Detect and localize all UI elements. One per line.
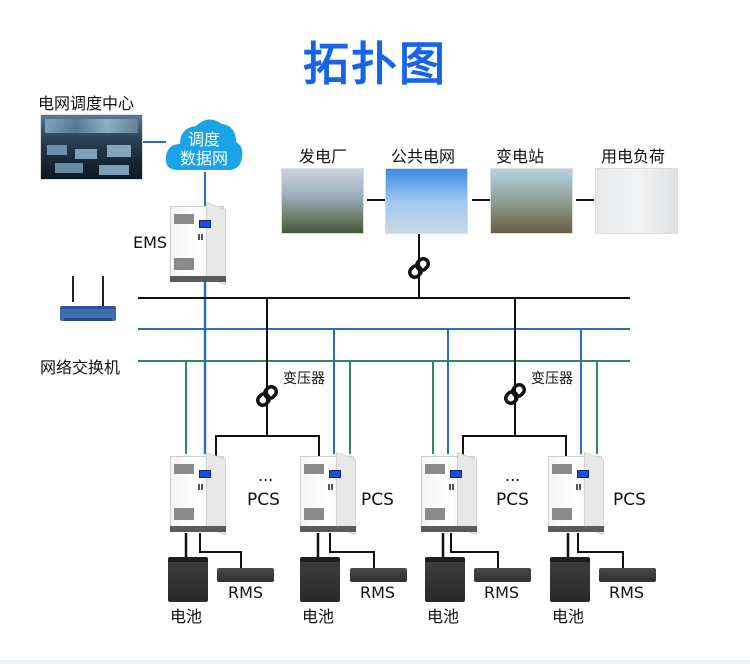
pcs-split-2 [462, 435, 567, 456]
pcs-cabinet [300, 452, 356, 536]
rms-device-icon [350, 568, 407, 582]
transmission-towers-photo [385, 168, 468, 234]
pcs-label: PCS [247, 490, 280, 510]
pcs-label: PCS [361, 490, 394, 510]
rms-device-icon [599, 568, 656, 582]
battery-icon [300, 557, 340, 602]
ems-cabinet [170, 202, 226, 286]
battery-icon [550, 557, 590, 602]
pcs-cabinet [170, 452, 226, 536]
grid-node-label: 发电厂 [299, 147, 348, 166]
network-switch-device [58, 276, 118, 326]
ems-label: EMS [133, 233, 168, 252]
grid-node-label: 公共电网 [391, 147, 456, 166]
rms-label: RMS [228, 583, 264, 602]
pcs-cabinet [548, 452, 604, 536]
dispatch-center-label: 电网调度中心 [38, 94, 135, 113]
battery-icon [168, 557, 208, 602]
pcs-split-1 [215, 435, 320, 456]
grid-node-label: 用电负荷 [601, 147, 666, 166]
transformer-icon-2 [504, 383, 526, 405]
cloud-label-line1: 调度 [187, 130, 220, 149]
power-plant-photo [281, 168, 364, 234]
battery-label: 电池 [302, 607, 335, 626]
pcs-rms-wire [199, 533, 242, 568]
pcs-label: PCS [613, 490, 646, 510]
switch-label: 网络交换机 [40, 358, 121, 377]
cloud-label-line2: 数据网 [179, 149, 228, 168]
rms-device-icon [217, 568, 274, 582]
dispatch-network-cloud: 调度 数据网 [164, 112, 244, 174]
battery-label: 电池 [427, 607, 460, 626]
battery-label: 电池 [170, 607, 203, 626]
control-room-photo [40, 114, 143, 180]
pcs-rms-wire [329, 533, 375, 568]
transformer-icon-1 [256, 385, 278, 407]
grid-link-icon [408, 257, 430, 279]
pcs-rms-wire [577, 533, 624, 568]
rms-label: RMS [360, 583, 396, 602]
transformer-label-2: 变压器 [531, 371, 573, 387]
pcs-rms-wire [450, 533, 499, 568]
ellipsis-2: ... [505, 466, 521, 485]
cloud-icon [165, 119, 243, 170]
ellipsis-1: ... [258, 466, 274, 485]
pcs-label: PCS [496, 490, 529, 510]
page-title: 拓扑图 [303, 37, 447, 91]
bottom-strip [0, 660, 750, 664]
rms-label: RMS [484, 583, 520, 602]
substation-photo [490, 168, 573, 234]
rms-label: RMS [609, 583, 645, 602]
switchgear-photo [595, 168, 678, 234]
battery-label: 电池 [552, 607, 585, 626]
battery-icon [425, 557, 465, 602]
pcs-cabinet [421, 452, 477, 536]
grid-node-label: 变电站 [496, 147, 545, 166]
transformer-label-1: 变压器 [283, 371, 325, 387]
rms-device-icon [474, 568, 531, 582]
